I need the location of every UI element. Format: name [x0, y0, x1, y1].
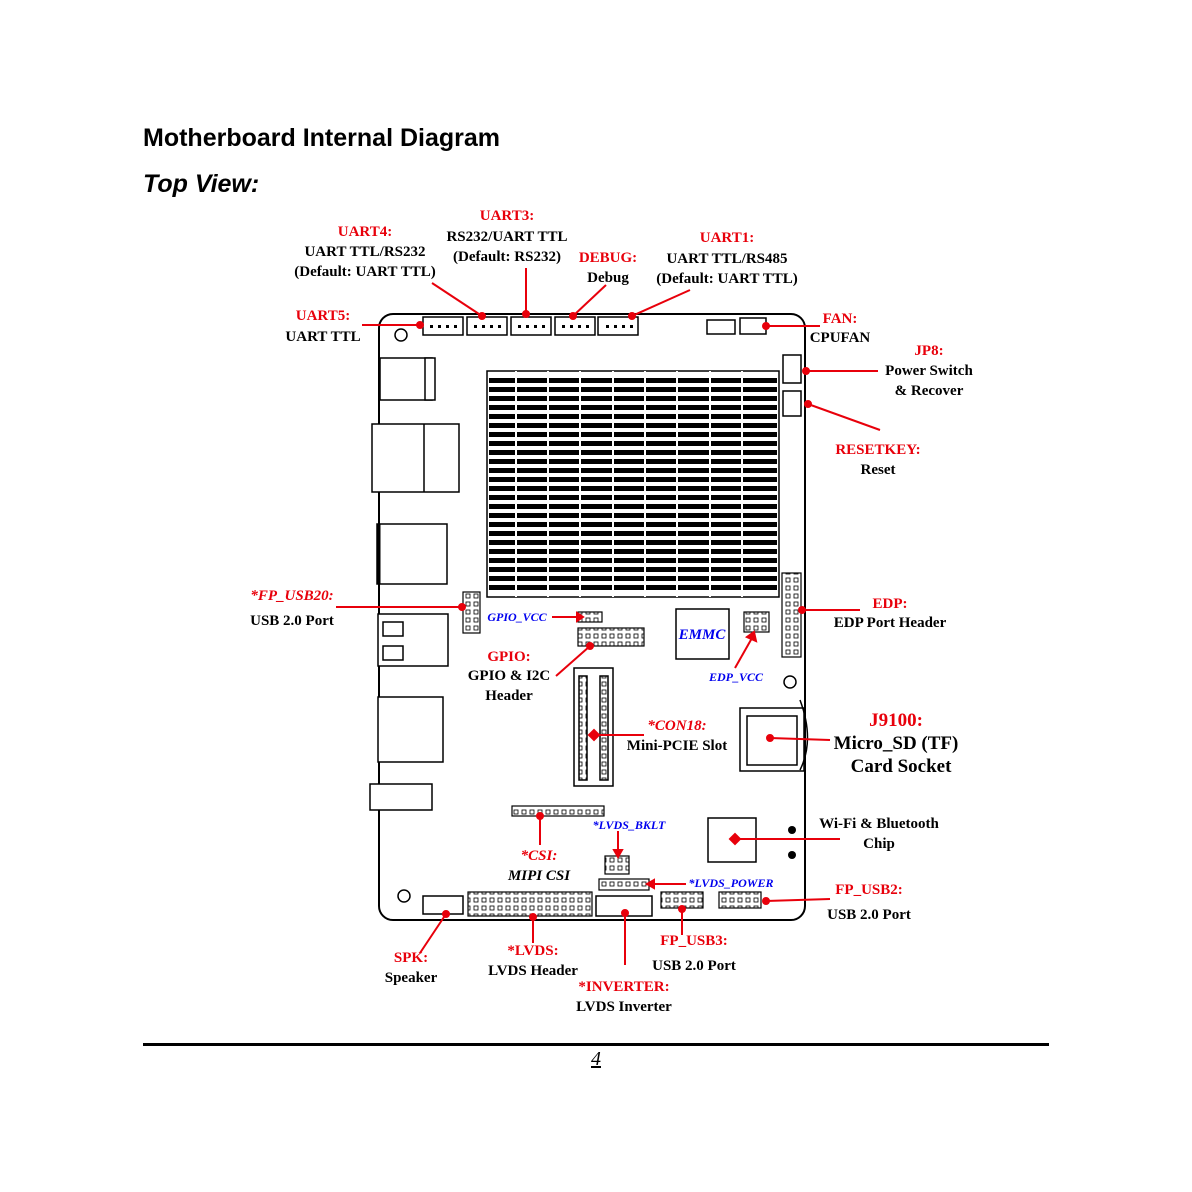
inverter-desc: LVDS Inverter: [576, 999, 672, 1015]
uart3-desc: RS232/UART TTL: [446, 229, 568, 245]
fp-usb3-desc: USB 2.0 Port: [652, 958, 736, 974]
fan-desc: CPUFAN: [809, 330, 871, 346]
lvds-power-label: *LVDS_POWER: [688, 876, 774, 890]
mount-hole-br: [783, 675, 797, 689]
jp8-desc2: & Recover: [894, 383, 964, 399]
emmc-chip: [675, 608, 730, 660]
j9100-label: J9100:: [869, 710, 923, 731]
inverter-label: *INVERTER:: [578, 979, 670, 995]
page-subtitle: Top View:: [143, 170, 260, 198]
fan-label: FAN:: [822, 311, 858, 327]
gpio-vcc-label: GPIO_VCC: [487, 610, 547, 624]
j9100-desc2: Card Socket: [850, 756, 952, 777]
csi-connector: [511, 805, 605, 817]
wifi-desc2: Chip: [863, 836, 895, 852]
debug-label: DEBUG:: [578, 250, 638, 266]
uart4-desc: UART TTL/RS232: [304, 244, 426, 260]
edp-vcc-label: EDP_VCC: [708, 670, 764, 684]
leader-lines: [336, 268, 881, 965]
uart3-default: (Default: RS232): [453, 249, 561, 265]
lvds-bklt-label: *LVDS_BKLT: [592, 818, 666, 832]
page-number: 4: [591, 1048, 601, 1070]
mount-hole-bl: [397, 889, 411, 903]
con18-desc: Mini-PCIE Slot: [626, 738, 728, 754]
uart1-default: (Default: UART TTL): [656, 271, 798, 287]
csi-desc: MIPI CSI: [507, 868, 571, 884]
uart5-label: UART5:: [295, 308, 351, 324]
spk-desc: Speaker: [384, 970, 438, 986]
fp-usb20-label: *FP_USB20:: [250, 588, 334, 604]
gpio-label: GPIO:: [487, 649, 531, 665]
gpio-desc: GPIO & I2C: [467, 668, 551, 684]
io-ports: [369, 357, 460, 811]
edp-header: [781, 572, 802, 658]
uart4-label: UART4:: [337, 224, 393, 240]
page-title: Motherboard Internal Diagram: [143, 124, 500, 152]
jp8-label: JP8:: [914, 343, 944, 359]
uart3-label: UART3:: [479, 208, 535, 224]
mini-pcie-slot: [573, 667, 614, 787]
spk-connector: [422, 895, 464, 915]
lvds-power-header: [598, 878, 650, 891]
edp-desc: EDP Port Header: [833, 615, 947, 631]
uart4-default: (Default: UART TTL): [294, 264, 436, 280]
lvds-bklt-header: [604, 855, 630, 875]
spk-label: SPK:: [393, 950, 429, 966]
lvds-desc: LVDS Header: [488, 963, 578, 979]
fp-usb2-label: FP_USB2:: [835, 882, 903, 898]
jp8-desc: Power Switch: [885, 363, 973, 379]
lvds-header: [467, 891, 593, 917]
emmc-label: EMMC: [678, 627, 726, 643]
uart1-desc: UART TTL/RS485: [666, 251, 788, 267]
fp-usb20-desc: USB 2.0 Port: [250, 613, 334, 629]
footer-rule: [143, 1043, 1049, 1046]
resetkey-desc: Reset: [860, 462, 896, 478]
fp-usb3-label: FP_USB3:: [660, 933, 728, 949]
con18-label: *CON18:: [647, 718, 707, 734]
gpio-header: [577, 627, 645, 647]
wifi-desc: Wi-Fi & Bluetooth: [819, 816, 939, 832]
lvds-label: *LVDS:: [507, 943, 559, 959]
mount-hole-tl: [394, 328, 408, 342]
top-connectors: [422, 316, 802, 417]
fp-usb2-header: [718, 891, 762, 909]
uart1-label: UART1:: [699, 230, 755, 246]
gpio-desc2: Header: [485, 688, 533, 704]
edp-label: EDP:: [872, 596, 908, 612]
fp-usb20-header: [462, 591, 481, 634]
edp-vcc-jumper: [743, 611, 770, 633]
resetkey-label: RESETKEY:: [835, 442, 921, 458]
debug-desc: Debug: [587, 270, 629, 286]
heatsink: [486, 370, 780, 598]
micro-sd-socket: [739, 699, 809, 772]
uart5-desc: UART TTL: [285, 329, 361, 345]
csi-label: *CSI:: [520, 848, 558, 864]
fp-usb2-desc: USB 2.0 Port: [827, 907, 911, 923]
j9100-desc: Micro_SD (TF): [833, 733, 959, 754]
